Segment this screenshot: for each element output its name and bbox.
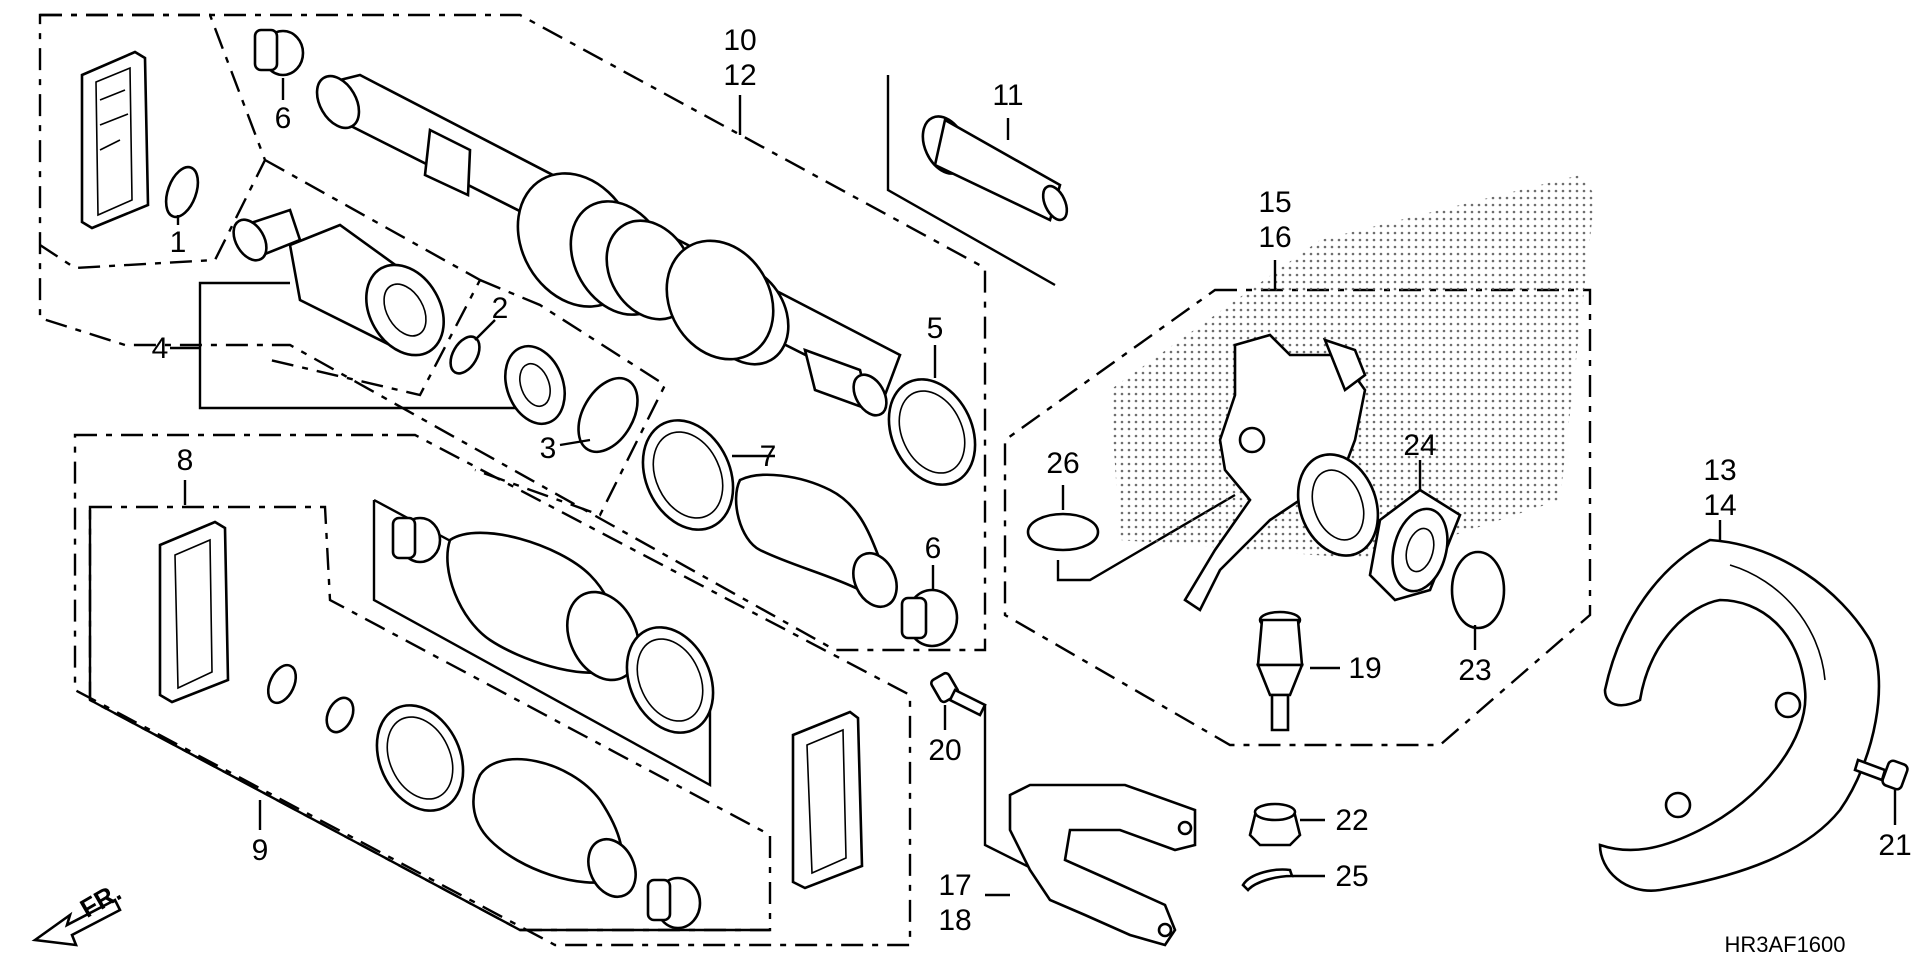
drive-shaft-part-10-12 <box>315 73 902 417</box>
callout-6-lower: 6 <box>925 532 942 565</box>
callout-25: 25 <box>1335 860 1368 893</box>
snap-ring-part-1 <box>164 165 200 219</box>
callout-26: 26 <box>1046 447 1079 480</box>
callout-5: 5 <box>927 312 944 345</box>
callout-20: 20 <box>928 734 961 767</box>
circlip-kit <box>325 696 355 734</box>
callout-9: 9 <box>252 834 269 867</box>
group-outline-clip <box>474 278 667 517</box>
callout-1: 1 <box>170 226 187 259</box>
stub-shaft-part-11 <box>921 115 1069 222</box>
boot-lower <box>375 704 637 899</box>
callout-6-top: 6 <box>275 102 292 135</box>
bracket-box-boot <box>372 500 712 788</box>
outboard-joint-part-4 <box>232 208 445 357</box>
clamp-part-5 <box>887 378 977 486</box>
ball-joint-part-19 <box>1256 610 1304 732</box>
nut-part-22 <box>1248 802 1302 847</box>
clamp-kit-lower <box>646 876 702 930</box>
callout-10: 10 <box>723 24 756 57</box>
callout-12: 12 <box>723 59 756 92</box>
knuckle-part-15-16 <box>1183 333 1380 612</box>
callout-19: 19 <box>1348 652 1381 685</box>
callout-7: 7 <box>760 440 777 473</box>
bolt-part-20 <box>930 671 987 717</box>
bracket-part-11 <box>886 75 1056 287</box>
band-part-7 <box>641 419 735 531</box>
callout-2: 2 <box>492 292 509 325</box>
group-outline-inner-left <box>39 13 267 270</box>
bolt-part-21 <box>1853 758 1909 791</box>
boot-middle <box>446 531 715 734</box>
boot-upper <box>734 473 898 609</box>
callout-23: 23 <box>1458 654 1491 687</box>
callout-21: 21 <box>1878 829 1911 862</box>
service-card-top <box>80 50 150 230</box>
bracket-part-17-18 <box>1008 783 1197 947</box>
callout-15: 15 <box>1258 186 1291 219</box>
cotter-pin-part-25 <box>1241 868 1294 892</box>
dust-shield-part-13-14 <box>1598 538 1881 892</box>
group-outline-joint <box>264 158 482 397</box>
leader-lines <box>170 78 1897 897</box>
clip-part-26 <box>1026 512 1100 552</box>
callout-14: 14 <box>1703 489 1736 522</box>
diagram-code: HR3AF1600 <box>1724 932 1845 957</box>
bracket-part-9 <box>88 510 770 932</box>
snap-ring-kit <box>266 663 298 705</box>
service-card-kit-right <box>791 710 864 890</box>
snap-ring-part-3 <box>577 376 639 454</box>
callout-8: 8 <box>177 444 194 477</box>
clamp-part-6-top <box>253 28 305 77</box>
callout-24: 24 <box>1403 429 1436 462</box>
clamp-group-kit-top <box>391 516 442 564</box>
callout-16: 16 <box>1258 221 1291 254</box>
callout-3: 3 <box>540 432 557 465</box>
callout-4: 4 <box>152 332 169 365</box>
callout-17: 17 <box>938 869 971 902</box>
bearing-part-24 <box>1368 488 1462 602</box>
service-card-part-8 <box>158 520 230 704</box>
snap-ring-part-23 <box>1450 550 1506 630</box>
group-outline-knuckle <box>1003 288 1592 747</box>
front-direction-arrow-icon <box>31 898 122 947</box>
group-outline-boot-kit <box>73 433 912 947</box>
cage-bearing <box>504 344 566 426</box>
clamp-part-6-lower <box>900 588 959 648</box>
callout-22: 22 <box>1335 804 1368 837</box>
circlip-part-2 <box>449 335 481 375</box>
callout-13: 13 <box>1703 454 1736 487</box>
callout-18: 18 <box>938 904 971 937</box>
callout-11: 11 <box>992 79 1023 112</box>
group-outline-shaft <box>38 13 987 652</box>
bracket-part-4 <box>198 281 520 410</box>
